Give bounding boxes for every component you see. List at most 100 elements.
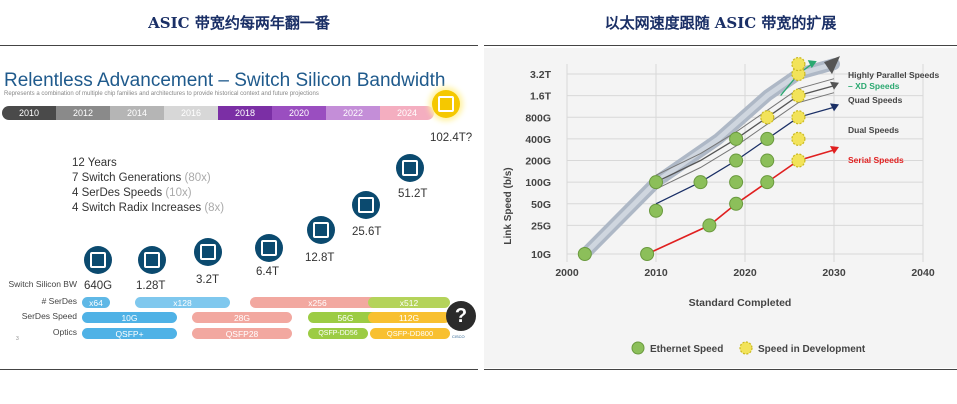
y-tick-label: 200G (525, 156, 551, 168)
development-speed-point (791, 88, 806, 103)
ethernet-speed-point (729, 175, 744, 190)
right-bottom-rule (484, 369, 957, 370)
chip-icon (352, 191, 380, 219)
row-label-speed: SerDes Speed (21, 311, 77, 321)
timeline-year-2018: 2018 (218, 106, 272, 120)
series-arrowhead (830, 103, 839, 112)
cisco-logo: CISCO (452, 334, 465, 339)
y-axis-label: Link Speed (b/s) (503, 167, 514, 244)
switch-silicon-slide: Relentless Advancement – Switch Silicon … (0, 48, 478, 368)
serdes-speed-112g: 112G (368, 312, 450, 323)
serdes-x256: x256 (250, 297, 385, 308)
fact-line: 4 Switch Radix Increases (8x) (72, 202, 225, 214)
chip-icon (396, 154, 424, 182)
legend-development-label: Speed in Development (758, 344, 866, 355)
right-heading: 以太网速度跟随 ASIC 带宽的扩展 (604, 13, 837, 32)
summary-facts: 12 Years 7 Switch Generations (80x) 4 Se… (72, 156, 224, 216)
legend-ethernet-label: Ethernet Speed (650, 344, 723, 355)
timeline-year-2020: 2020 (272, 106, 326, 120)
chip-icon (84, 246, 112, 274)
bandwidth-value: 640G (84, 280, 113, 292)
ethernet-speed-point (760, 131, 775, 146)
y-tick-label: 50G (531, 199, 551, 211)
ethernet-speed-point (577, 247, 592, 261)
x-tick-label: 2020 (733, 267, 757, 279)
development-speed-point (760, 110, 775, 125)
series-label-serial: Serial Speeds (848, 155, 904, 165)
development-speed-point (791, 131, 806, 146)
development-speed-point (791, 56, 806, 72)
slide-number: 3 (16, 336, 19, 342)
series-line-parallel (655, 92, 835, 190)
chip-icon (194, 238, 222, 266)
series-label-quad: Quad Speeds (848, 95, 903, 105)
y-tick-label: 100G (525, 177, 551, 189)
timeline-year-2012: 2012 (56, 106, 110, 120)
serdes-x64: x64 (82, 297, 110, 308)
timeline-year-2024: 2024 (380, 106, 434, 120)
left-bottom-rule (0, 369, 478, 370)
x-axis-label: Standard Completed (689, 297, 792, 309)
optics-qsfp: QSFP+ (82, 328, 177, 339)
series-label-highly-parallel: Highly Parallel Speeds (848, 70, 939, 80)
series-label-dual: Dual Speeds (848, 125, 899, 135)
ethernet-speed-point (729, 131, 744, 146)
serdes-speed-56g: 56G (308, 312, 383, 323)
chip-icon (255, 234, 283, 262)
ethernet-speed-point (649, 175, 663, 190)
bandwidth-value: 51.2T (398, 188, 428, 200)
bandwidth-value: 3.2T (196, 274, 220, 286)
optics-qsfp28: QSFP28 (192, 328, 292, 339)
row-label-serdes: # SerDes (41, 296, 77, 306)
serdes-x512: x512 (368, 297, 450, 308)
right-top-rule (484, 45, 957, 46)
chip-icon (138, 246, 166, 274)
help-icon[interactable]: ? (446, 301, 476, 331)
left-top-rule (0, 45, 478, 46)
ethernet-speed-point (640, 247, 655, 261)
series-line-parallel (655, 78, 835, 176)
series-label-xd: – XD Speeds (848, 81, 900, 91)
series-arrowhead (807, 60, 817, 69)
fact-line: 4 SerDes Speeds (10x) (72, 187, 192, 199)
serdes-speed-28g: 28G (192, 312, 292, 323)
development-speed-point (791, 153, 806, 168)
y-tick-label: 10G (531, 249, 551, 261)
slide-title: Relentless Advancement – Switch Silicon … (4, 70, 446, 91)
y-tick-label: 3.2T (530, 69, 552, 81)
bandwidth-value: 1.28T (136, 280, 166, 292)
x-tick-label: 2030 (822, 267, 846, 279)
development-speed-point (791, 110, 806, 125)
serdes-x128: x128 (135, 297, 230, 308)
timeline-year-2022: 2022 (326, 106, 380, 120)
x-tick-label: 2040 (911, 267, 935, 279)
chip-icon (432, 90, 460, 118)
y-tick-label: 400G (525, 134, 551, 146)
timeline-year-2014: 2014 (110, 106, 164, 120)
ethernet-speed-point (729, 196, 744, 211)
ethernet-speed-point (729, 153, 744, 168)
timeline-year-2016: 2016 (164, 106, 218, 120)
chart-points (577, 56, 806, 261)
y-tick-label: 800G (525, 112, 551, 124)
series-arrowhead (830, 146, 839, 155)
slide-subtitle: Represents a combination of multiple chi… (4, 91, 319, 97)
legend-ethernet-marker (631, 341, 645, 355)
ethernet-speed-point (702, 218, 717, 233)
ethernet-speed-point (760, 153, 775, 168)
legend-development-marker (739, 341, 753, 355)
row-label-bw: Switch Silicon BW (8, 279, 78, 289)
chart-legend: Ethernet Speed Speed in Development (631, 341, 866, 355)
bandwidth-value: 6.4T (256, 266, 280, 278)
bandwidth-value: 12.8T (305, 252, 335, 264)
bandwidth-value: 25.6T (352, 226, 382, 238)
y-tick-label: 1.6T (530, 91, 552, 103)
ethernet-speed-point (760, 175, 775, 190)
chip-icon (307, 216, 335, 244)
x-tick-label: 2010 (644, 267, 668, 279)
fact-line: 12 Years (72, 157, 117, 169)
